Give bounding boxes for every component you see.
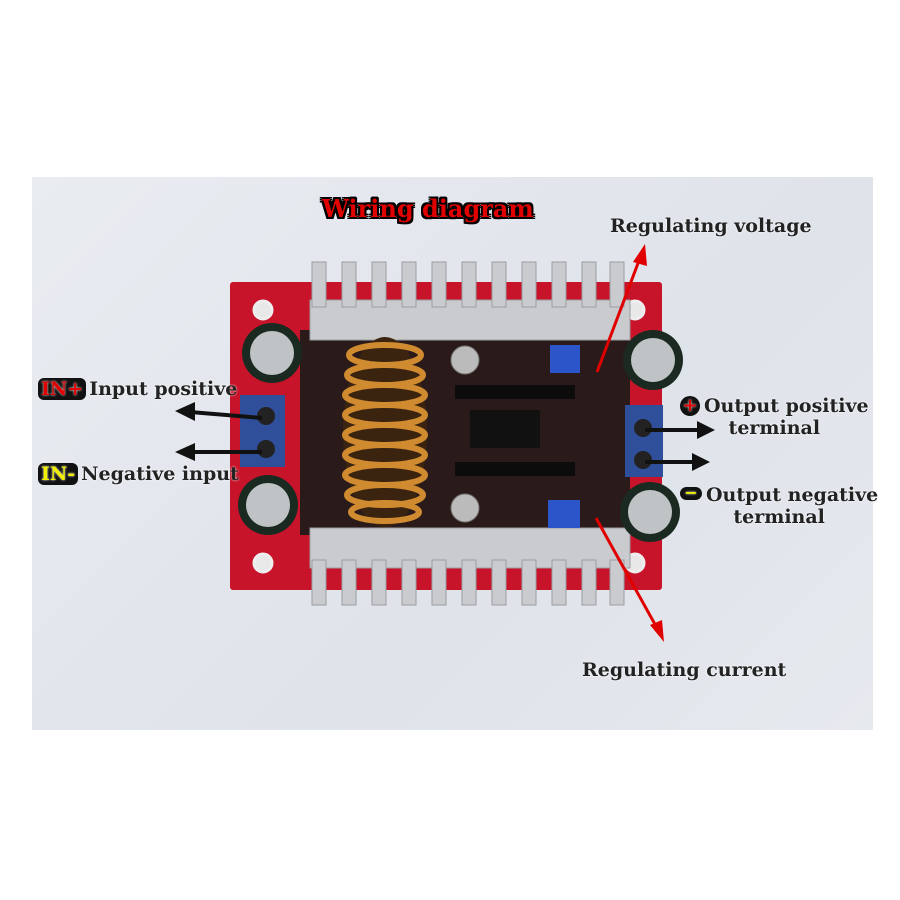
adjustment-arrows	[594, 244, 664, 642]
output-negative-line2: terminal	[733, 506, 825, 528]
output-positive-label: +Output positive terminal	[680, 395, 869, 439]
output-positive-line2: terminal	[728, 417, 821, 439]
plus-icon: +	[680, 396, 700, 416]
output-negative-line1: Output negative	[706, 484, 879, 506]
in-minus-badge: IN-	[38, 463, 79, 485]
input-positive-text: Input positive	[89, 378, 238, 400]
regulating-current-label: Regulating current	[582, 659, 787, 681]
in-plus-badge: IN+	[38, 378, 87, 400]
negative-input-label: IN-Negative input	[38, 463, 239, 485]
terminal-arrows	[175, 402, 715, 471]
regulating-voltage-label: Regulating voltage	[610, 215, 812, 237]
toroid-inductor	[342, 337, 428, 527]
output-positive-line1: Output positive	[704, 395, 869, 417]
input-positive-label: IN+Input positive	[38, 378, 237, 400]
bottom-heatsink	[309, 527, 631, 606]
voltage-potentiometer	[550, 345, 580, 373]
negative-input-text: Negative input	[81, 463, 239, 485]
output-negative-label: −Output negative terminal	[680, 484, 878, 528]
current-potentiometer	[548, 500, 580, 528]
capacitors	[238, 323, 683, 542]
diagram-title: Wiring diagram	[322, 194, 534, 223]
minus-icon: −	[680, 485, 702, 501]
top-heatsink	[309, 261, 631, 341]
